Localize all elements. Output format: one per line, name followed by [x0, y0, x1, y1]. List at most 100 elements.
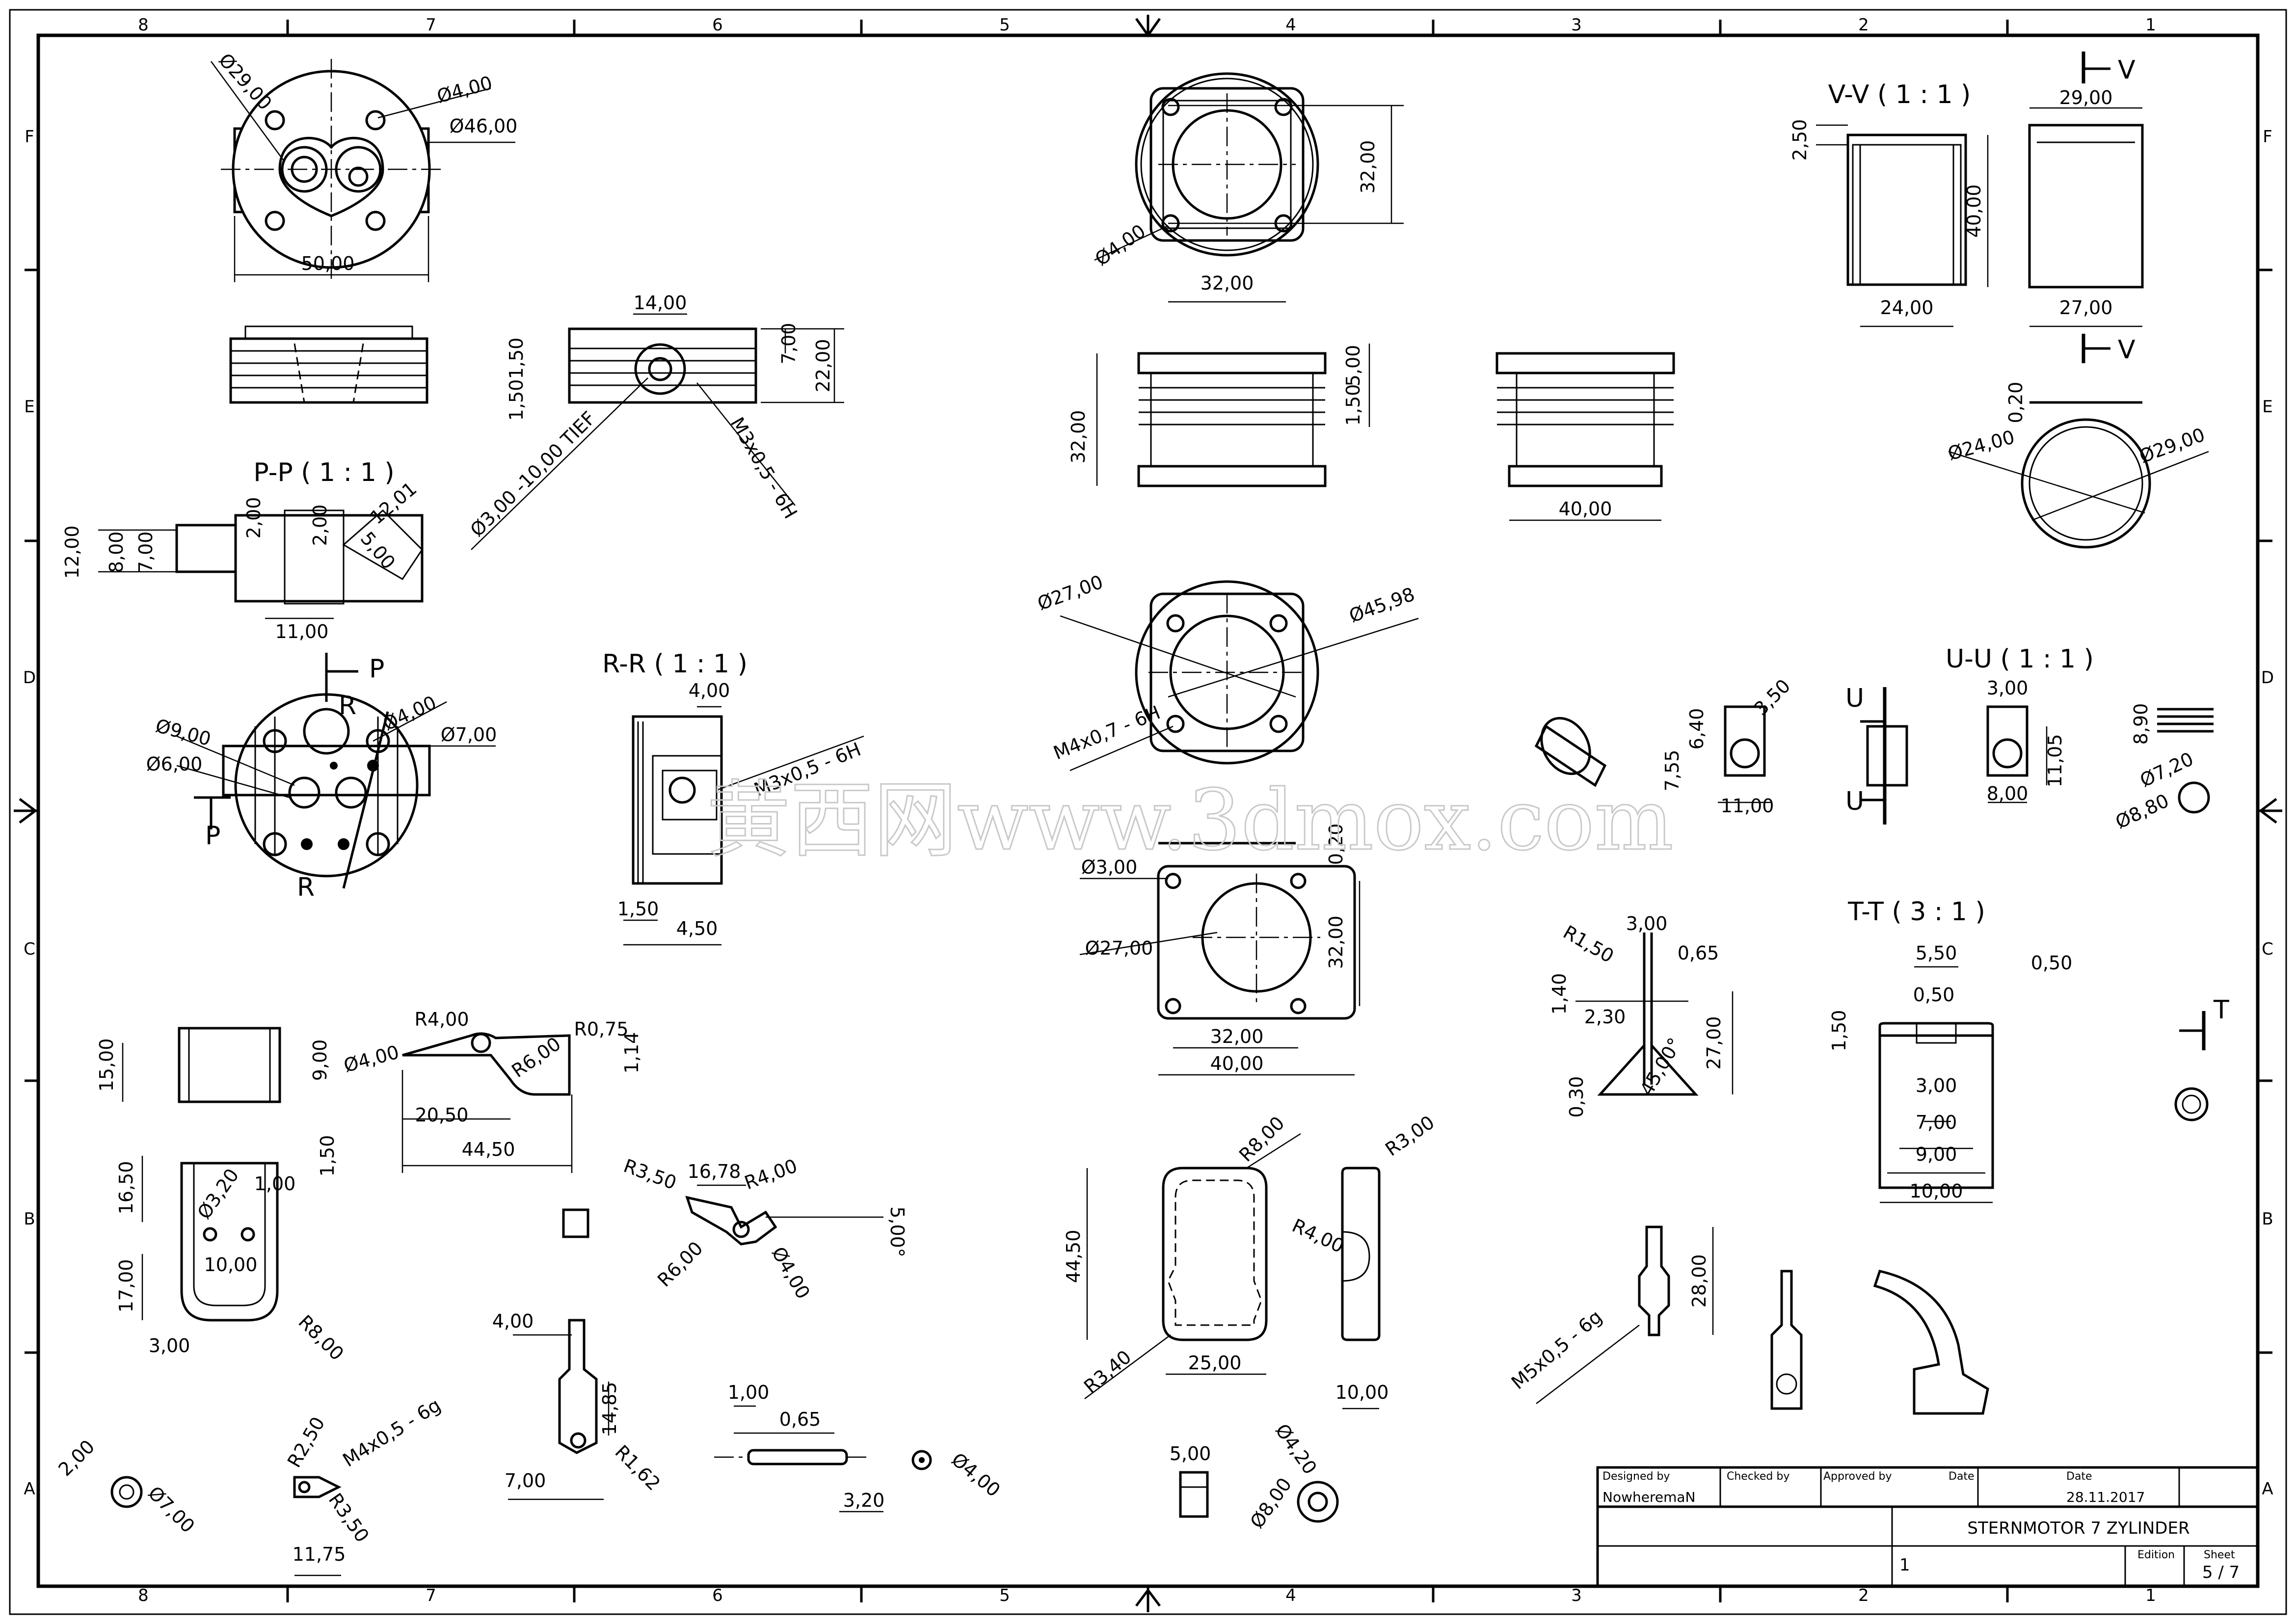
dim-text: 27,00 [2059, 297, 2113, 319]
dim-text: 4,50 [676, 918, 718, 939]
dim-text: 1,50 [1828, 1010, 1850, 1052]
dim-text: M3x0,5 - 6H [726, 414, 801, 523]
cut-letter: P [205, 821, 220, 851]
cylinder-liner-top-view: Ø4,00 32,00 32,00 [1091, 72, 1404, 303]
grid-col-bottom: 2 [1858, 1586, 1869, 1605]
dim-text: M5x0,5 - 6g [1507, 1306, 1606, 1394]
section-title: V-V ( 1 : 1 ) [1828, 80, 1971, 109]
title-block: Designed by Checked by Approved by Date … [1596, 1466, 2259, 1588]
dim-text: 2,30 [1584, 1006, 1626, 1028]
dim-text: 25,00 [1188, 1352, 1242, 1374]
rocker-arm-view: 16,78 R3,50 R4,00 5,00° R6,00 Ø4,00 [621, 1155, 908, 1303]
grid-row-right: C [2262, 939, 2273, 959]
dim-text: 5,50 [1916, 942, 1957, 964]
dim-text: Ø7,00 [144, 1482, 199, 1537]
cut-letter: R [339, 691, 356, 720]
dim-text: 11,05 [2044, 734, 2066, 788]
dim-text: 40,00 [1963, 185, 1985, 238]
checked-by-label: Checked by [1727, 1470, 1789, 1483]
edition-label: Edition [2137, 1549, 2175, 1561]
cylinder-liner-side-view: 32,00 5,00 1,50 [1068, 344, 1370, 487]
grid-row-left: D [23, 668, 36, 688]
piston-ring-view: 0,20 Ø24,00 Ø29,00 [1946, 382, 2209, 549]
section-title: P-P ( 1 : 1 ) [253, 458, 394, 487]
dim-text: 5,00 [356, 528, 400, 573]
dim-text: 9,00 [1916, 1144, 1957, 1165]
dim-text: 3,20 [843, 1490, 885, 1511]
dim-text: 3,00 [1916, 1075, 1957, 1096]
valve-view: R1,50 3,00 0,65 1,40 2,30 27,00 45,00° 0… [1548, 913, 1734, 1118]
push-rod-view: 4,00 14,85 7,00 R1,62 [492, 1310, 665, 1500]
dim-text: 0,30 [1566, 1076, 1587, 1118]
dim-text: R3,50 [324, 1489, 374, 1546]
dim-text: 8,00 [1987, 783, 2029, 804]
dim-text: 3,50 [1750, 675, 1794, 719]
dim-text: R4,00 [742, 1155, 800, 1194]
dim-text: Ø4,00 [342, 1041, 401, 1076]
dim-text: Ø4,00 [947, 1448, 1004, 1501]
grid-col-bottom: 8 [138, 1586, 149, 1605]
dim-text: 7,00 [135, 532, 157, 573]
glow-plug-lead [1770, 1270, 1989, 1415]
pin-view: 1,00 0,65 3,20 Ø4,00 [714, 1382, 1004, 1513]
dim-text: 40,00 [1559, 498, 1612, 520]
grid-row-left: C [24, 939, 35, 959]
dim-text: R4,00 [1289, 1215, 1347, 1257]
spark-plug-view: 28,00 M5x0,5 - 6g [1507, 1225, 1714, 1404]
grid-row-right: B [2262, 1209, 2273, 1229]
dim-text: 28,00 [1688, 1254, 1710, 1308]
cut-letter: V [2118, 335, 2136, 365]
dim-text: R3,50 [621, 1155, 679, 1194]
date-label-2: Date [2066, 1470, 2092, 1483]
cylinder-head-bottom-view: P P R R Ø9,00 Ø6,00 Ø4,00 Ø7,00 [146, 653, 497, 902]
dim-text: 1,14 [621, 1032, 642, 1074]
base-plate-view: 0,20 Ø3,00 Ø27,00 32,00 32,00 40,00 [1079, 824, 1361, 1076]
dim-text: 10,00 [1910, 1180, 1963, 1202]
dim-text: 32,00 [1201, 272, 1254, 294]
grid-col-top: 8 [138, 15, 149, 35]
valve-cover-side-view: R3,00 R4,00 10,00 [1289, 1111, 1439, 1410]
cut-letter: R [297, 873, 315, 902]
drawing-title: STERNMOTOR 7 ZYLINDER [1967, 1518, 2189, 1538]
dim-text: 32,00 [1068, 410, 1089, 464]
grid-col-top: 5 [999, 15, 1010, 35]
dim-text: 1,50 [617, 898, 659, 920]
dim-text: R3,00 [1381, 1111, 1438, 1160]
section-title: U-U ( 1 : 1 ) [1946, 644, 2094, 674]
cylinder-head-top-view: Ø29,00 Ø4,00 Ø46,00 50,00 [210, 49, 518, 282]
dim-text: 11,00 [1721, 795, 1774, 817]
cylinder-liner-side-view-2: 40,00 [1495, 352, 1675, 521]
section-vv: V-V ( 1 : 1 ) V V 2,50 29,00 40,00 24,00… [1789, 52, 2144, 365]
dim-text: Ø29,00 [214, 49, 276, 114]
grid-col-bottom: 6 [712, 1586, 723, 1605]
watermark: 黄西网www.3dmox.com [707, 772, 1674, 869]
sheet-label: Sheet [2204, 1549, 2235, 1561]
dim-text: Ø4,00 [435, 72, 495, 107]
dim-text: 22,00 [812, 339, 834, 393]
grid-col-bottom: 5 [999, 1586, 1010, 1605]
dim-text: R1,50 [1559, 921, 1617, 967]
dim-text: 16,50 [115, 1161, 137, 1215]
dim-text: 44,50 [462, 1139, 515, 1160]
dim-text: 4,00 [689, 680, 730, 701]
dim-text: Ø4,20 [1271, 1420, 1321, 1478]
dim-text: 0,65 [1678, 942, 1719, 964]
dim-text: 24,00 [1880, 297, 1934, 319]
dim-text: 7,55 [1661, 750, 1683, 792]
rocker-lever-view: R4,00 R0,75 9,00 Ø4,00 R6,00 1,14 20,50 … [309, 1009, 642, 1173]
sheet-number: 5 / 7 [2202, 1563, 2240, 1582]
dim-text: 10,00 [1335, 1382, 1389, 1403]
dim-text: 7,00 [1916, 1112, 1957, 1133]
dim-text: 5,00° [886, 1206, 908, 1257]
dim-text: 1,00 [728, 1382, 770, 1403]
grid-row-left: B [24, 1209, 35, 1229]
dim-text: Ø46,00 [450, 115, 518, 137]
dim-text: R8,00 [294, 1311, 348, 1365]
dim-text: Ø8,80 [2112, 790, 2172, 833]
cut-letter: U [1845, 787, 1864, 816]
dim-text: R6,00 [507, 1033, 564, 1082]
cylinder-head-side-view: 14,00 7,00 1,50 1,50 22,00 Ø3,00 -10,00 … [466, 292, 844, 550]
dim-text: 1,50 [506, 338, 527, 379]
drawing-frame [9, 9, 2287, 1615]
grid-col-bottom: 4 [1285, 1586, 1296, 1605]
